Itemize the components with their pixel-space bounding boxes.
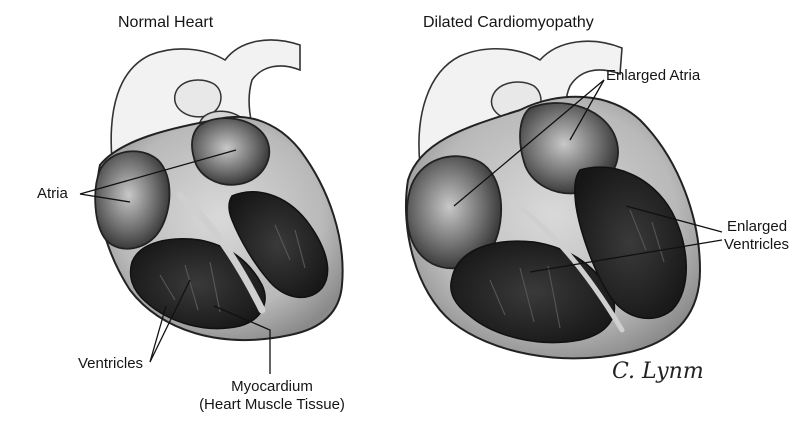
label-enlarged-ventricles-line2: Ventricles [724, 236, 789, 253]
label-enlarged-ventricles-line1: Enlarged [727, 218, 787, 235]
normal-heart-title: Normal Heart [118, 14, 213, 31]
artist-signature: C. Lynm [612, 359, 704, 384]
label-myocardium: Myocardium [214, 378, 330, 395]
label-myocardium-sub: (Heart Muscle Tissue) [194, 396, 350, 413]
label-atria: Atria [37, 185, 68, 202]
dilated-heart [406, 41, 700, 358]
dilated-cardiomyopathy-title: Dilated Cardiomyopathy [423, 14, 594, 31]
label-ventricles: Ventricles [78, 355, 143, 372]
label-enlarged-atria: Enlarged Atria [606, 67, 700, 84]
normal-heart [95, 40, 342, 340]
